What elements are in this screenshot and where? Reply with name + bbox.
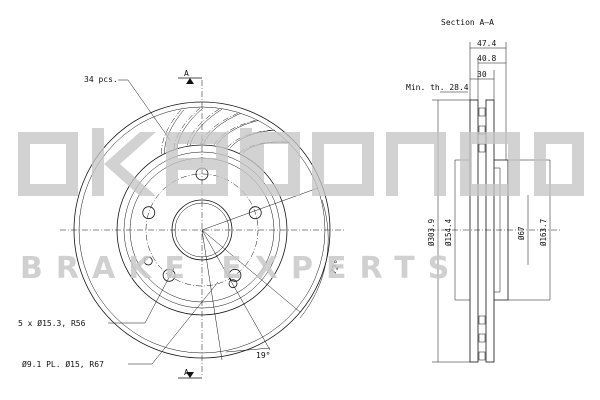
bolt-hole (142, 206, 156, 220)
section-arrow-top-icon (186, 78, 194, 84)
dim-30: 30 (477, 70, 487, 79)
watermark-logo-glyph (312, 132, 374, 196)
left-friction-plate (469, 99, 479, 363)
angle-ray-4 (201, 229, 271, 351)
section-view: Section A–A 47.4 40.8 30 Min. th. 28.4 (406, 18, 560, 363)
bolt-hole-label: 5 x Ø15.3, R56 (18, 318, 86, 328)
min-thickness-label: Min. th. 28.4 (406, 83, 469, 92)
bolt-hole (162, 268, 176, 282)
watermark-logo-glyph (534, 132, 584, 196)
dim-40-8: 40.8 (477, 54, 496, 63)
small-hole (228, 279, 238, 289)
watermark-logo-glyph (460, 132, 520, 196)
section-arrow-bottom-icon (186, 372, 194, 378)
vent-vane (161, 109, 182, 155)
vent-count-label: 34 pcs. (84, 75, 118, 84)
angle-ray-3 (201, 229, 223, 361)
dim-303-9: Ø303.9 (427, 219, 436, 246)
front-view: A A 72° 19° 34 pcs. 5 x Ø15.3, R56 Ø9.1 … (18, 69, 345, 379)
section-body (430, 99, 560, 363)
dim-163-7: Ø163.7 (539, 219, 548, 246)
dim-47-4: 47.4 (477, 39, 496, 48)
akebono-logo (18, 128, 584, 196)
dim-67: Ø67 (517, 226, 526, 240)
small-hole-label: Ø9.1 PL. Ø15, R67 (22, 359, 104, 369)
hole-leader (128, 281, 219, 365)
section-mark-top: A (184, 69, 189, 78)
angle-19-label: 19° (256, 351, 270, 360)
vent-slot (478, 107, 486, 117)
bolt-leader (108, 265, 176, 324)
vent-slot (478, 143, 486, 153)
vent-slot (478, 333, 486, 343)
right-friction-plate (485, 99, 495, 363)
small-holes (143, 256, 238, 289)
section-mark-bottom: A (184, 368, 189, 377)
vent-leader (118, 79, 171, 141)
vent-slot (478, 315, 486, 325)
vent-slot (478, 351, 486, 361)
vent-vane (226, 129, 273, 148)
angle-ray-2 (201, 229, 301, 313)
watermark-logo-glyph (92, 128, 156, 196)
angle-arc-19 (225, 347, 271, 353)
watermark: BRAKE EXPERTS (18, 128, 584, 286)
watermark-logo-glyph (18, 132, 78, 196)
angle-arc-72 (299, 199, 329, 319)
small-hole (143, 256, 153, 266)
watermark-tagline: BRAKE EXPERTS (20, 251, 462, 286)
watermark-logo-glyph (386, 132, 446, 196)
vent-slots (478, 107, 486, 361)
watermark-logo-glyph (240, 128, 300, 196)
bolt-hole (228, 268, 242, 282)
watermark-logo-glyph (166, 132, 228, 196)
section-title: Section A–A (441, 18, 494, 27)
dim-154-4: Ø154.4 (444, 218, 453, 246)
